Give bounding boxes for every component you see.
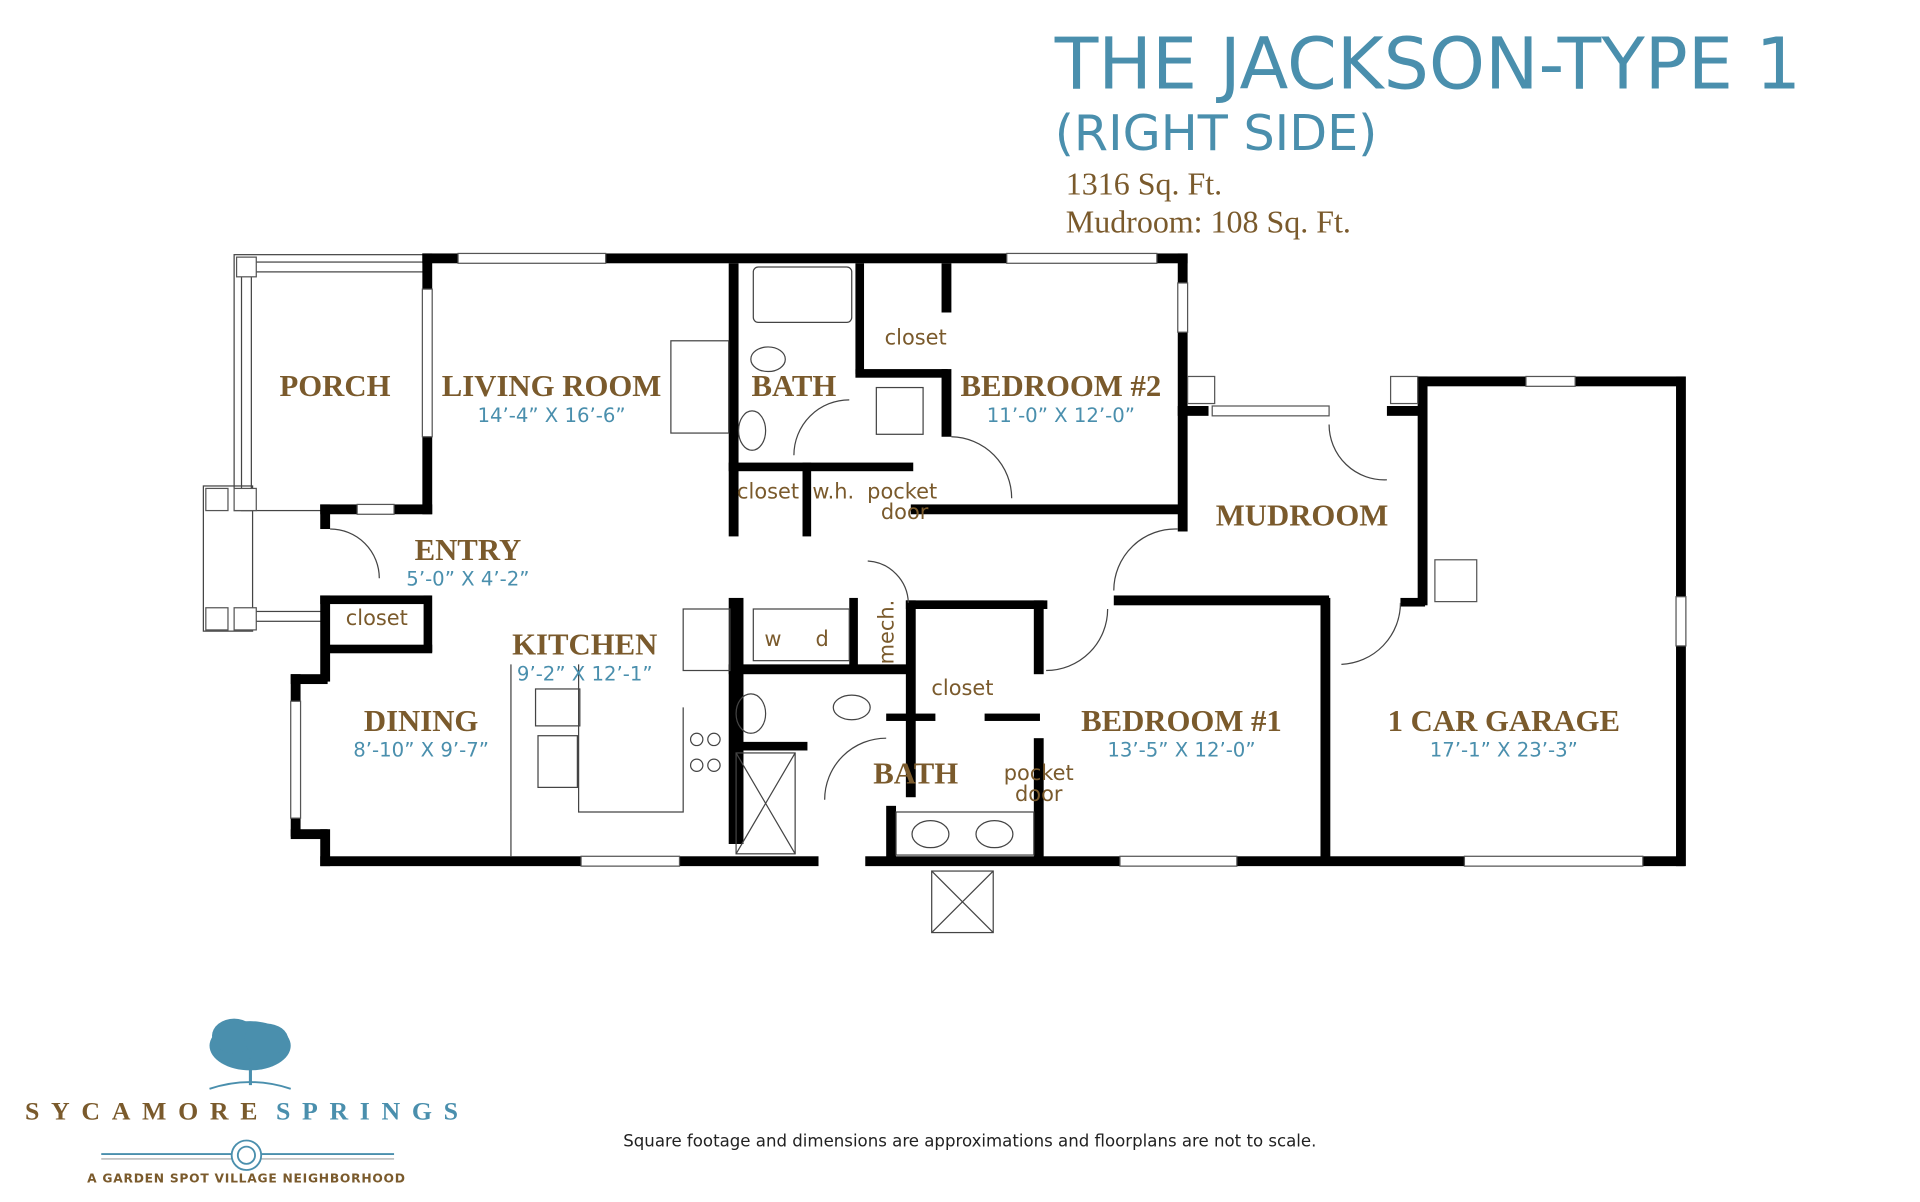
- mudroom-label: MUDROOM: [1216, 498, 1389, 532]
- logo-tagline: A GARDEN SPOT VILLAGE NEIGHBORHOOD: [87, 1171, 406, 1185]
- kitchen-label: KITCHEN: [512, 628, 657, 662]
- room-labels: PORCH LIVING ROOM 14’-4” X 16’-6” BATH B…: [279, 325, 1619, 805]
- garage-dim: 17’-1” X 23’-3”: [1430, 739, 1578, 762]
- bath2-label: BATH: [751, 369, 836, 403]
- dining-label: DINING: [364, 704, 479, 738]
- disclaimer: Square footage and dimensions are approx…: [623, 1132, 1316, 1151]
- garage-label: 1 CAR GARAGE: [1388, 704, 1620, 738]
- mudroom-sqft: Mudroom: 108 Sq. Ft.: [1066, 205, 1351, 240]
- plan-title: THE JACKSON-TYPE 1: [1054, 23, 1801, 106]
- pocket-door-label: door: [881, 500, 929, 524]
- porch-label: PORCH: [279, 369, 390, 403]
- bedroom1-label: BEDROOM #1: [1081, 704, 1282, 738]
- logo-text-springs: SPRINGS: [276, 1097, 470, 1126]
- entry-dim: 5’-0” X 4’-2”: [406, 568, 529, 591]
- bedroom1-dim: 13’-5” X 12’-0”: [1107, 739, 1255, 762]
- closet-label: closet: [885, 325, 947, 349]
- bath1-label: BATH: [873, 757, 958, 791]
- mech-label: mech.: [875, 600, 899, 665]
- total-sqft: 1316 Sq. Ft.: [1066, 166, 1222, 201]
- water-heater-label: w.h.: [812, 479, 854, 503]
- pocket-door-label: door: [1015, 782, 1063, 806]
- closet-label: closet: [346, 606, 408, 630]
- dining-dim: 8’-10” X 9’-7”: [353, 739, 489, 762]
- dryer-label: d: [816, 627, 829, 651]
- bedroom2-label: BEDROOM #2: [961, 369, 1162, 403]
- washer-label: w: [764, 627, 781, 651]
- logo-text-sycamore: SYCAMORE: [25, 1097, 269, 1126]
- closet-label: closet: [737, 479, 799, 503]
- kitchen-dim: 9’-2” X 12’-1”: [517, 662, 653, 685]
- plan-subtitle: (RIGHT SIDE): [1055, 104, 1378, 162]
- living-room-label: LIVING ROOM: [442, 369, 662, 403]
- entry-label: ENTRY: [415, 533, 522, 567]
- bedroom2-dim: 11’-0” X 12’-0”: [987, 404, 1135, 427]
- pocket-door-label: pocket: [867, 479, 937, 503]
- pocket-door-label: pocket: [1004, 761, 1074, 785]
- sycamore-springs-logo: SYCAMORE SPRINGS A GARDEN SPOT VILLAGE N…: [25, 1018, 470, 1185]
- tree-icon: [209, 1018, 292, 1090]
- living-room-dim: 14’-4” X 16’-6”: [477, 404, 625, 427]
- closet-label: closet: [931, 676, 993, 700]
- floorplan: [202, 252, 1687, 934]
